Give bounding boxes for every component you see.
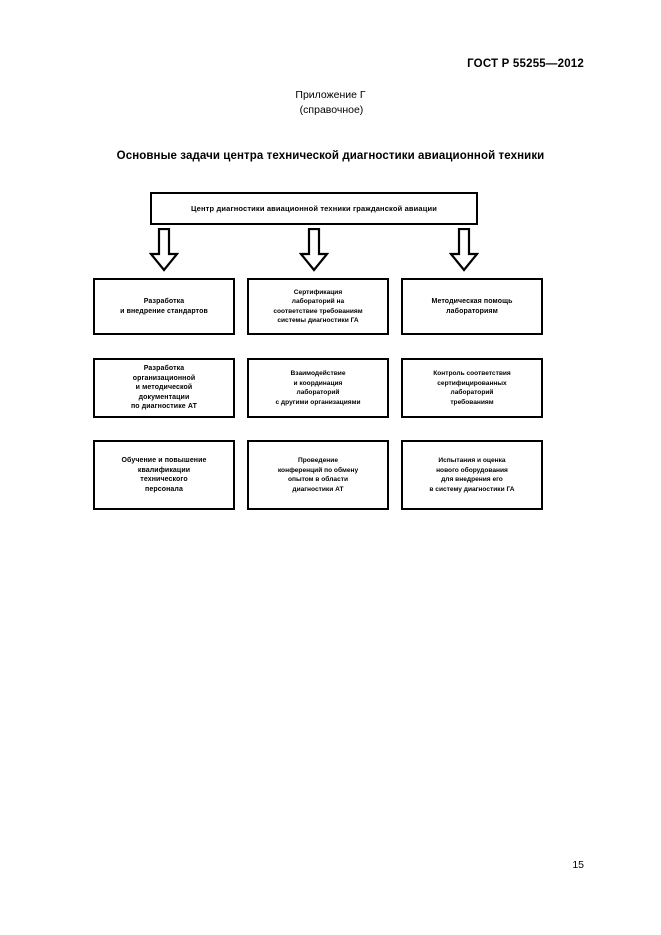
appendix-label: Приложение Г: [295, 89, 366, 101]
root-node-label: Центр диагностики авиационной техники гр…: [190, 203, 438, 213]
root-node: Центр диагностики авиационной техники гр…: [150, 192, 478, 225]
appendix-heading: Приложение Г (справочное): [0, 88, 661, 118]
standard-reference: ГОСТ Р 55255—2012: [467, 58, 584, 70]
diagram-title: Основные задачи центра технической диагн…: [116, 150, 545, 162]
appendix-kind: (справочное): [299, 104, 364, 116]
org-diagram: Центр диагностики авиационной техники гр…: [0, 192, 661, 522]
page-number: 15: [572, 859, 584, 871]
arrow-down-center-icon: [299, 228, 329, 272]
arrow-down-right-icon: [449, 228, 479, 272]
arrow-down-left-icon: [149, 228, 179, 272]
